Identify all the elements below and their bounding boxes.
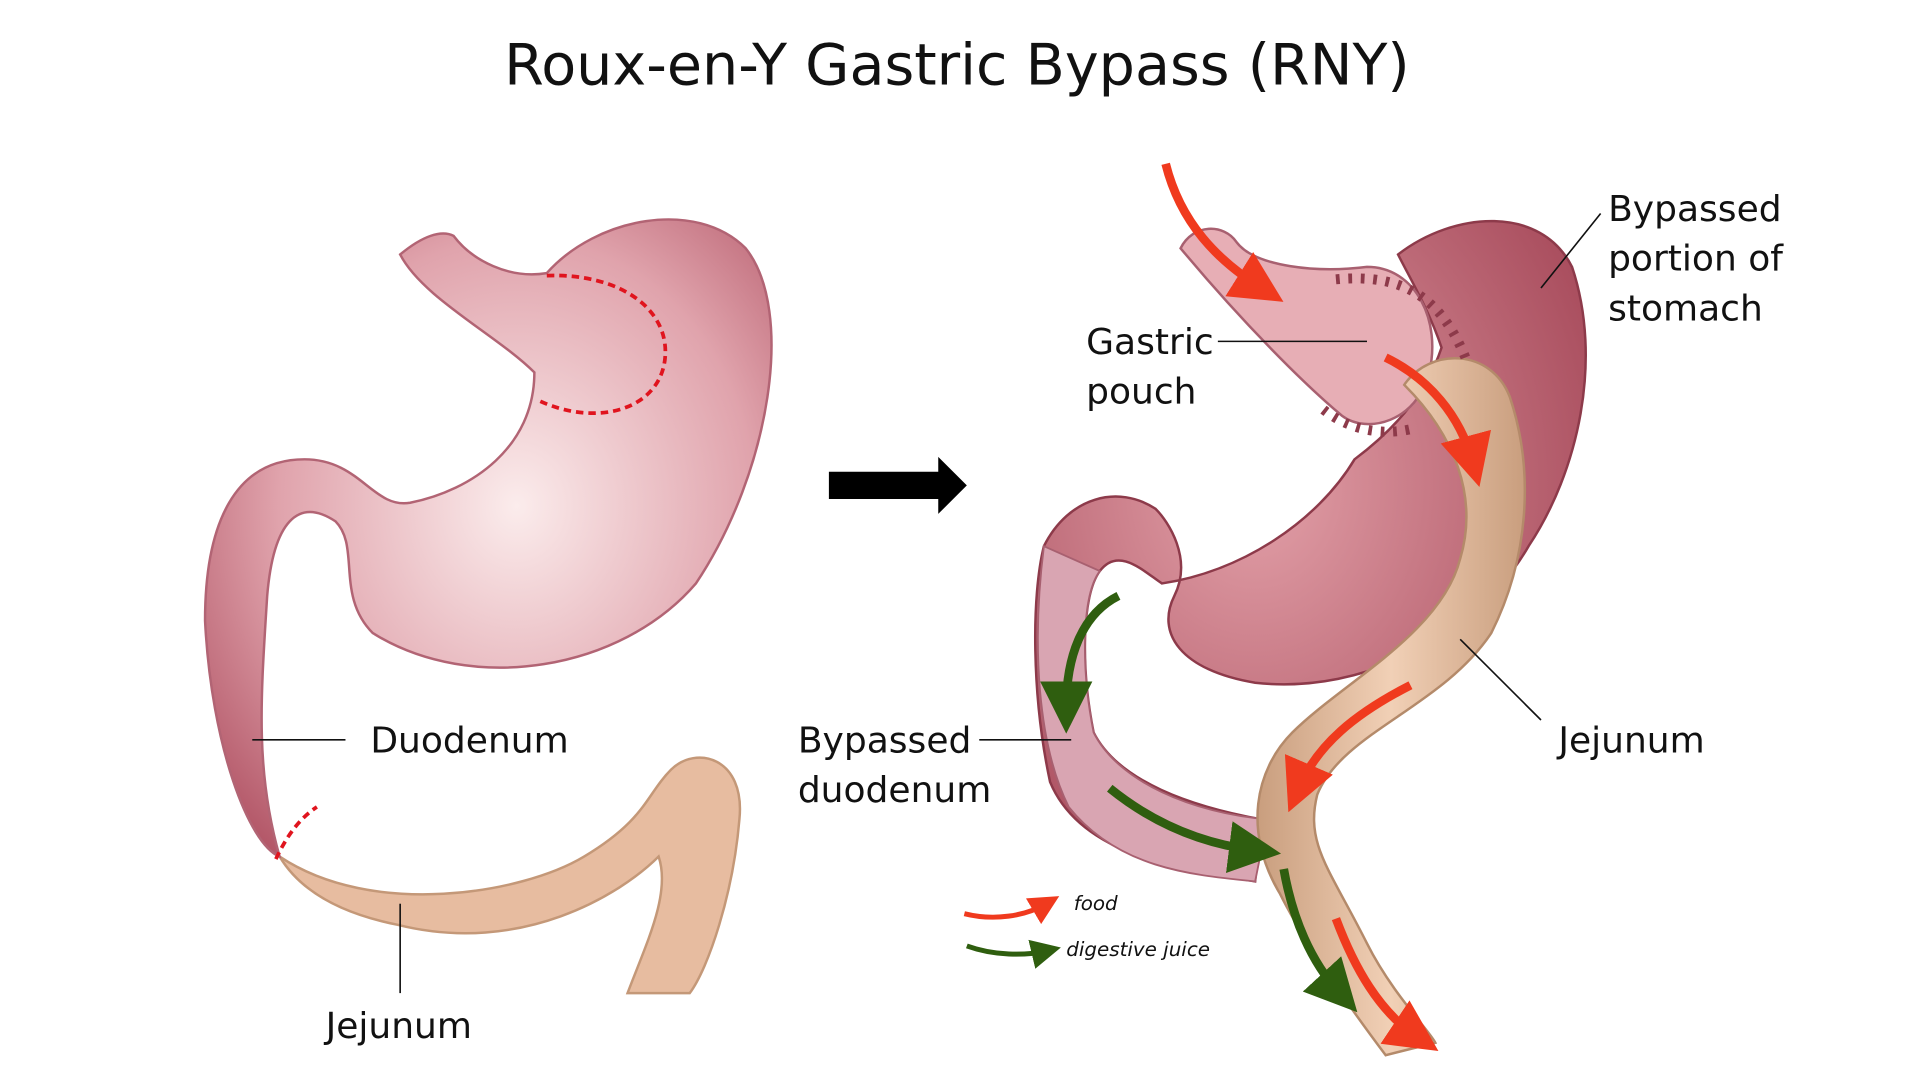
transition-arrow-icon [828,456,967,514]
staple-line [1320,273,1472,437]
legend-food-arrow-icon [963,896,1060,925]
label-gastric-pouch: Gastric pouch [1086,322,1225,413]
digestive-juice-arrow [1107,784,1282,873]
left-stomach [203,218,773,859]
left-jejunum [278,756,742,995]
legend: food digestive juice [963,892,1210,969]
legend-food-label: food [1074,892,1118,915]
digestive-juice-arrow [1279,868,1358,1013]
legend-digestive-juice-arrow-icon [965,939,1061,969]
diagram-title: Roux-en-Y Gastric Bypass (RNY) [504,32,1410,98]
normal-stomach-illustration: Duodenum Jejunum [203,218,773,1047]
food-arrow [1284,681,1413,813]
label-jejunum-left: Jejunum [324,1006,472,1047]
label-bypassed-duodenum: Bypassed duodenum [798,720,992,811]
bypass-illustration: Bypassed portion of stomach Gastric pouc… [798,162,1794,1057]
food-arrow [1331,917,1439,1052]
digestive-juice-arrow [1040,591,1121,734]
legend-digestive-juice-label: digestive juice [1066,938,1210,961]
left-pouch-outline [536,273,668,415]
food-arrow [1383,353,1491,487]
food-arrow [1161,162,1284,302]
label-jejunum-right: Jejunum [1556,720,1704,761]
left-duodenum-cut-line [274,805,318,860]
label-duodenum: Duodenum [370,720,568,761]
label-bypassed-stomach: Bypassed portion of stomach [1608,189,1794,329]
